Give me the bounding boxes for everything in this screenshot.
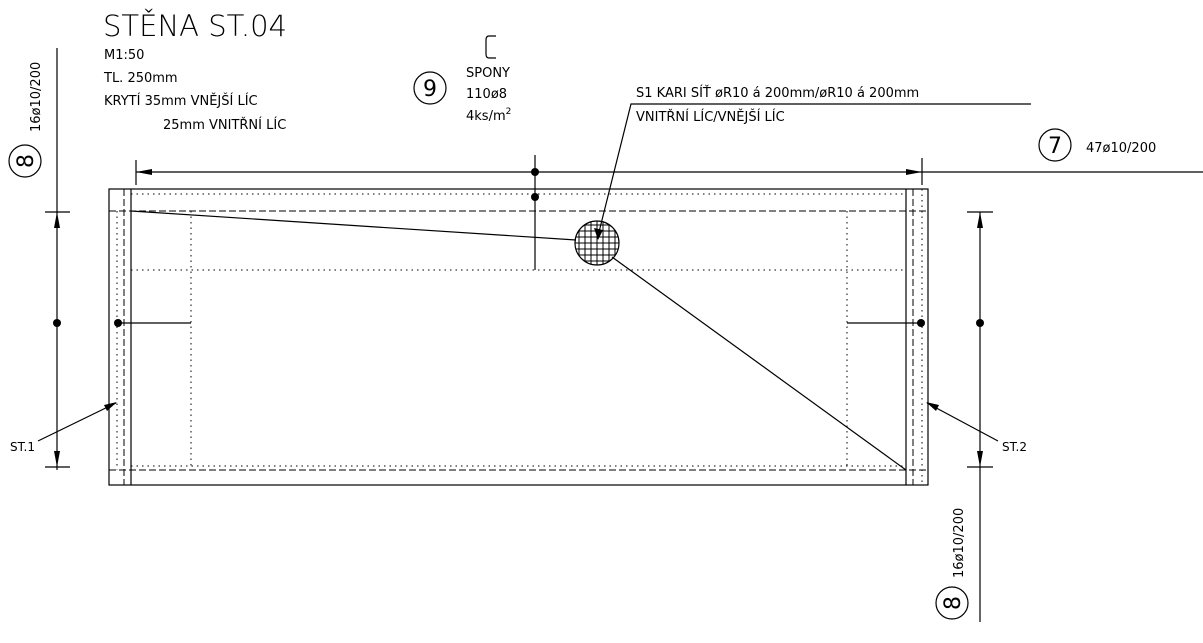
thickness-note: TL. 250mm — [103, 71, 178, 86]
mesh-label-2: VNITŘNÍ LÍC/VNĚJŠÍ LÍC — [636, 109, 785, 125]
mark-7-circle — [1038, 128, 1072, 162]
arrow — [977, 451, 983, 467]
mesh-label-1: S1 KARI SÍŤ øR10 á 200mm/øR10 á 200mm — [636, 85, 919, 101]
mark-8-left-label: 16ø10/200 — [29, 62, 44, 132]
section-st2-label: ST.2 — [1002, 440, 1027, 454]
section-st1-label: ST.1 — [10, 440, 35, 454]
stirrup-shape-icon — [485, 35, 496, 59]
section-leader — [37, 402, 117, 442]
node-dot — [53, 319, 61, 327]
mark-9-circle — [413, 71, 447, 105]
mark-8-right-number: 8 — [941, 596, 966, 610]
node-dot — [531, 193, 539, 201]
mesh-circle — [574, 220, 620, 266]
mark-9-line2: 110ø8 — [466, 87, 507, 102]
arrow — [54, 212, 60, 228]
arrow — [104, 402, 117, 411]
diagonal — [611, 256, 907, 471]
mark-9-sup: 2 — [506, 107, 512, 117]
cover-outer-note: KRYTÍ 35mm VNĚJŠÍ LÍC — [104, 93, 258, 109]
svg-text:4ks/m2: 4ks/m2 — [466, 107, 511, 124]
section-leader — [926, 402, 999, 442]
diagonal — [130, 210, 577, 241]
mark-8-left-number: 8 — [14, 154, 39, 168]
mark-9-line1: SPONY — [466, 66, 510, 81]
arrow — [906, 169, 922, 175]
mark-9-number: 9 — [423, 77, 437, 102]
arrow — [54, 451, 60, 467]
mark-8-right-label: 16ø10/200 — [952, 508, 967, 578]
node-dot — [976, 319, 984, 327]
arrow — [136, 169, 152, 175]
scale-note: M1:50 — [104, 48, 144, 63]
cover-inner-note: 25mm VNITŘNÍ LÍC — [163, 117, 286, 133]
arrow — [926, 402, 939, 411]
mark-8-left-circle — [8, 144, 42, 178]
arrow — [977, 212, 983, 228]
mesh-symbol — [575, 221, 619, 265]
mark-7-number: 7 — [1048, 134, 1062, 159]
drawing-title: STĚNA ST.04 — [103, 9, 287, 43]
mesh-leader — [597, 103, 1031, 237]
mark-9-line3: 4ks/m — [466, 109, 506, 124]
mark-8-right-circle — [935, 586, 969, 620]
mark-7-label: 47ø10/200 — [1086, 141, 1156, 156]
wall-outline — [108, 188, 929, 486]
mesh-leader-arrow — [594, 228, 603, 240]
